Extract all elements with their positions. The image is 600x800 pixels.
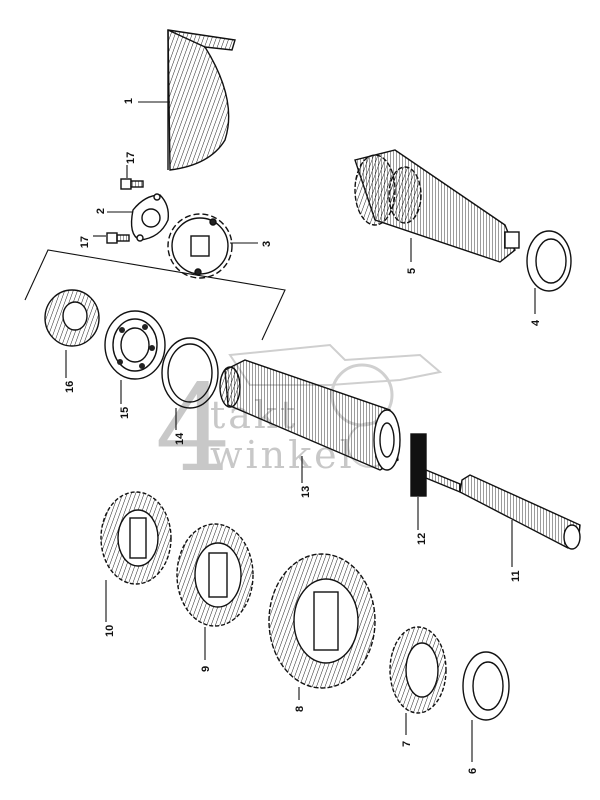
drive-sprocket	[167, 213, 258, 279]
callout-11: 11	[510, 570, 522, 582]
callout-3: 3	[261, 241, 273, 247]
snap-ring	[161, 337, 219, 430]
callout-7: 7	[401, 741, 413, 747]
callout-1: 1	[123, 98, 135, 104]
watermark: 4 takt winkel	[155, 343, 443, 499]
callout-6: 6	[467, 768, 479, 774]
key-pin	[410, 433, 461, 530]
thrust-washer-upper	[526, 230, 572, 314]
long-shaft	[459, 474, 581, 567]
callout-labels: 1 2 3 4 5 6 7 8 9 10 11 12 13 14 15 16 1…	[64, 98, 542, 774]
callout-16: 16	[64, 381, 76, 393]
bolt-lower	[93, 232, 130, 244]
callout-12: 12	[416, 533, 428, 545]
callout-10: 10	[104, 625, 116, 637]
watermark-digit: 4	[155, 360, 231, 499]
ball-bearing	[104, 310, 166, 404]
callout-5: 5	[406, 268, 418, 274]
callout-15: 15	[119, 407, 131, 419]
group-bracket	[24, 249, 286, 341]
callout-9: 9	[200, 666, 212, 672]
main-shaft	[354, 149, 520, 263]
gear-9	[176, 523, 254, 660]
thrust-washer-lower	[462, 651, 510, 762]
gear-8	[268, 553, 376, 700]
callout-8: 8	[294, 706, 306, 712]
callout-4: 4	[530, 319, 542, 326]
gear-7	[389, 626, 447, 735]
sprocket-lock-plate	[107, 193, 170, 242]
callout-14: 14	[174, 432, 186, 445]
oil-seal	[44, 289, 100, 378]
callout-2: 2	[95, 208, 107, 214]
counter-shaft	[219, 359, 401, 483]
bolt-upper	[120, 165, 144, 190]
chain-cover	[138, 29, 236, 171]
callout-17-upper: 17	[125, 152, 137, 164]
gear-10	[100, 491, 172, 622]
callout-17-lower: 17	[79, 236, 91, 248]
callout-13: 13	[300, 486, 312, 498]
